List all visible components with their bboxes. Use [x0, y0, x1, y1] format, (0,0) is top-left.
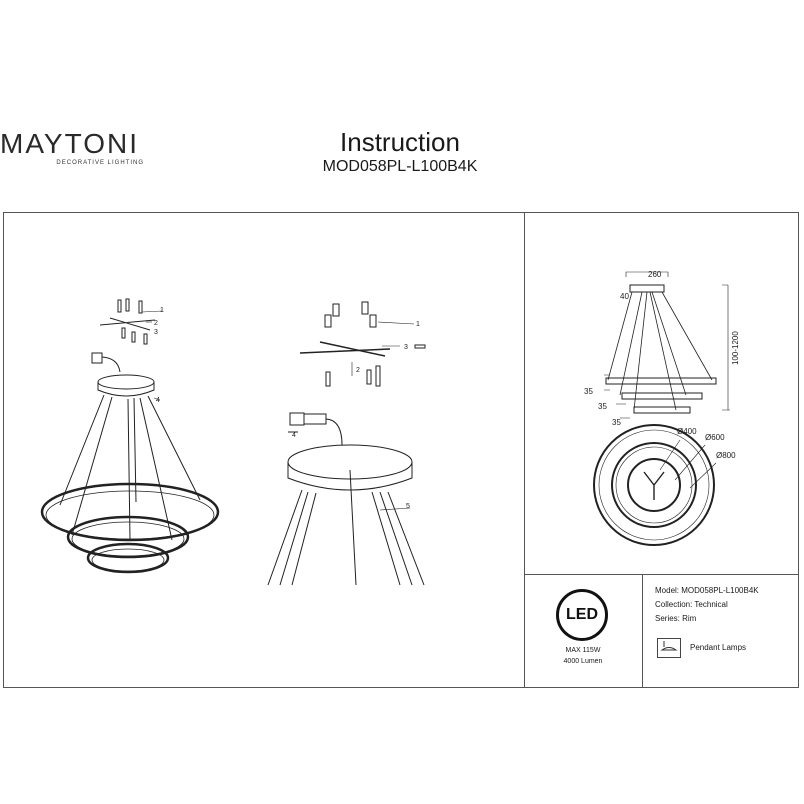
dim-diameter-800: Ø800: [716, 451, 736, 460]
right-callout-4: 4: [292, 432, 296, 439]
dim-diameter-600: Ø600: [705, 433, 725, 442]
divider-horizontal: [524, 574, 799, 575]
left-canopy-top: [97, 374, 155, 390]
brand-tagline: DECORATIVE LIGHTING: [56, 160, 144, 166]
dim-ring-height-3: 35: [612, 418, 621, 427]
dim-suspension: 100-1200: [731, 331, 740, 365]
right-mount-hardware: [288, 301, 426, 446]
right-callout-2: 2: [356, 367, 360, 374]
dim-diameter-400: Ø400: [677, 427, 697, 436]
dim-ring-height-1: 35: [584, 387, 593, 396]
left-callout-2: 2: [154, 320, 158, 327]
dim-canopy-height: 40: [620, 292, 629, 301]
brand-logo: MAYTONI DECORATIVE LIGHTING: [0, 128, 150, 167]
spec-model: Model: MOD058PL-L100B4K: [655, 586, 759, 595]
led-power: MAX 115W: [565, 647, 601, 654]
brand-name: MAYTONI: [0, 128, 139, 159]
pendant-lamp-icon: [657, 638, 681, 658]
right-callout-5: 5: [406, 503, 410, 510]
spec-series: Series: Rim: [655, 614, 697, 623]
dim-ring-height-2: 35: [598, 402, 607, 411]
led-lumen: 4000 Lumen: [563, 658, 603, 665]
right-callout-3: 3: [404, 344, 408, 351]
dim-canopy-width: 260: [648, 270, 662, 279]
left-callout-3: 3: [154, 329, 158, 336]
page-title: Instruction: [340, 127, 460, 157]
spec-collection: Collection: Technical: [655, 600, 728, 609]
left-callout-1: 1: [160, 307, 164, 314]
left-callout-4: 4: [156, 397, 160, 404]
instruction-frame: [3, 212, 799, 688]
divider-spec: [642, 574, 643, 688]
right-callout-1: 1: [416, 321, 420, 328]
left-rings: [40, 482, 220, 574]
side-elevation: [604, 271, 730, 419]
model-code: MOD058PL-L100B4K: [322, 158, 478, 175]
left-mount-hardware: [91, 298, 163, 373]
divider-vertical: [524, 212, 525, 688]
plan-view: [593, 424, 717, 546]
led-badge: LED: [556, 589, 608, 641]
spec-category: Pendant Lamps: [690, 643, 747, 652]
